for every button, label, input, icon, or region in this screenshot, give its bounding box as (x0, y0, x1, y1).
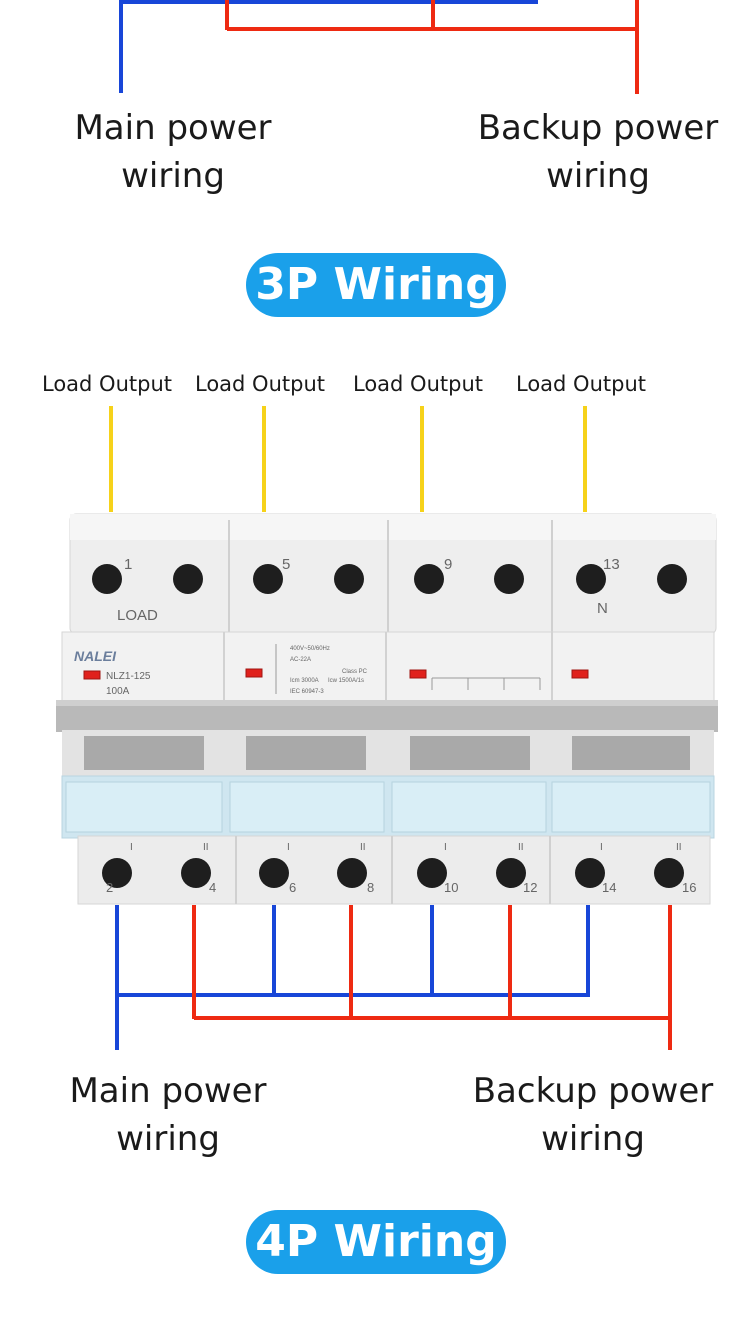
load-output-label: Load Output (42, 372, 172, 396)
label-line: Main power (74, 108, 272, 148)
terminal-label: 5 (282, 556, 290, 573)
position-mark: II (360, 842, 366, 853)
terminal-label: 10 (444, 880, 458, 895)
terminal-label: 6 (289, 880, 296, 895)
top-main-wires (119, 0, 538, 93)
terminal-label: 2 (106, 880, 113, 895)
label-line: wiring (541, 1119, 645, 1159)
load-output-wires (109, 406, 587, 512)
bottom-backup-wires (192, 905, 672, 1050)
position-mark: II (518, 842, 524, 853)
position-mark: I (287, 842, 290, 853)
neutral-print: N (597, 600, 608, 617)
load-print: LOAD (117, 607, 158, 624)
bottom-main-power-label: Main power wiring (58, 1067, 278, 1163)
section-title-3p: 3P Wiring (246, 253, 506, 317)
spec-line: Icm 3000A (290, 678, 319, 684)
bottom-backup-power-label: Backup power wiring (469, 1067, 717, 1163)
model-print: NLZ1-125 (106, 671, 151, 682)
spec-line: 400V~50/60Hz (290, 646, 330, 652)
terminal-label: 4 (209, 880, 216, 895)
position-mark: II (676, 842, 682, 853)
label-line: Backup power (477, 108, 719, 148)
terminal-label: 16 (682, 880, 696, 895)
terminal-label: 13 (603, 556, 620, 573)
top-terminal-screws (92, 564, 687, 594)
position-mark: I (444, 842, 447, 853)
terminal-label: 1 (124, 556, 132, 573)
spec-line: Class PC (342, 669, 368, 675)
terminal-label: 8 (367, 880, 374, 895)
section-title-4p: 4P Wiring (246, 1210, 506, 1274)
label-line: wiring (546, 156, 650, 196)
position-mark: I (130, 842, 133, 853)
bottom-main-wires (115, 905, 590, 1050)
label-line: Main power (69, 1071, 267, 1111)
spec-line: IEC 60947-3 (290, 689, 324, 695)
rating-print: 100A (106, 686, 130, 697)
label-line: Backup power (472, 1071, 714, 1111)
top-backup-wires (225, 0, 639, 94)
terminal-label: 9 (444, 556, 452, 573)
brand-logo: NALEI (74, 648, 117, 664)
spec-line: AC-22A (290, 657, 311, 663)
spec-line: Icw 1500A/1s (328, 678, 364, 684)
position-mark: II (203, 842, 209, 853)
top-main-power-label: Main power wiring (63, 104, 283, 200)
terminal-label: 14 (602, 880, 616, 895)
label-line: wiring (116, 1119, 220, 1159)
terminal-label: 12 (523, 880, 537, 895)
bottom-terminal-screws (102, 858, 684, 888)
label-line: wiring (121, 156, 225, 196)
load-output-label: Load Output (195, 372, 325, 396)
position-mark: I (600, 842, 603, 853)
load-output-label: Load Output (353, 372, 483, 396)
top-backup-power-label: Backup power wiring (474, 104, 722, 200)
load-output-label: Load Output (516, 372, 646, 396)
